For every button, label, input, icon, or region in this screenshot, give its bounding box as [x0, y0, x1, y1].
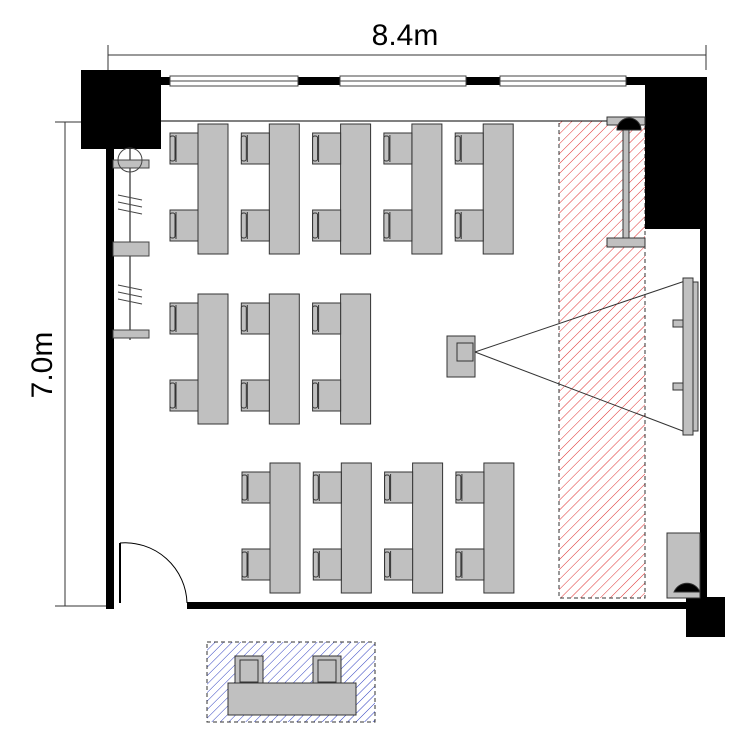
- chair: [455, 548, 485, 581]
- chair: [454, 132, 484, 165]
- chair: [169, 132, 199, 165]
- desk-group: [454, 123, 514, 255]
- chair: [312, 132, 342, 165]
- chair: [384, 548, 414, 581]
- desk-group: [312, 462, 372, 594]
- depth-dimension: [55, 121, 106, 607]
- projector: [446, 279, 689, 434]
- chair: [383, 132, 413, 165]
- desk-group: [169, 123, 229, 255]
- desk-group: [240, 293, 300, 425]
- desk-group: [455, 462, 515, 594]
- chair: [455, 471, 485, 504]
- desk-group: [241, 462, 301, 594]
- chair: [312, 379, 342, 412]
- chair: [240, 209, 270, 242]
- desk-group: [169, 293, 229, 425]
- chair: [241, 548, 271, 581]
- legend-desk-unit: [206, 641, 376, 723]
- desk: [340, 293, 372, 425]
- desk: [483, 462, 515, 594]
- depth-label: 7.0m: [26, 332, 59, 399]
- chair: [312, 209, 342, 242]
- desk-group: [312, 293, 372, 425]
- chair: [169, 302, 199, 335]
- chair: [454, 209, 484, 242]
- desk: [268, 123, 300, 255]
- desk-group: [384, 462, 444, 594]
- chair: [169, 379, 199, 412]
- whiteboard-rail: [606, 116, 646, 248]
- chair: [384, 471, 414, 504]
- desk: [269, 462, 301, 594]
- desk: [482, 123, 514, 255]
- stage-zone: [558, 120, 646, 599]
- desk-group: [240, 123, 300, 255]
- desk: [268, 293, 300, 425]
- desk: [340, 123, 372, 255]
- left-wall-fixtures: [112, 147, 150, 339]
- width-dimension: [107, 45, 707, 70]
- chair: [241, 471, 271, 504]
- desk-group: [312, 123, 372, 255]
- cabinet: [666, 532, 701, 599]
- desk-groups: [169, 123, 515, 594]
- chair: [312, 302, 342, 335]
- chair: [169, 209, 199, 242]
- windows: [169, 75, 627, 87]
- chair: [240, 132, 270, 165]
- projection-screen: [672, 277, 699, 436]
- desk: [411, 123, 443, 255]
- chair: [383, 209, 413, 242]
- chair: [312, 548, 342, 581]
- chair: [312, 471, 342, 504]
- desk: [197, 123, 229, 255]
- chair: [240, 379, 270, 412]
- desk-group: [383, 123, 443, 255]
- door[interactable]: [119, 542, 188, 604]
- desk: [197, 293, 229, 425]
- chair: [240, 302, 270, 335]
- desk: [340, 462, 372, 594]
- width-label: 8.4m: [372, 19, 439, 52]
- desk: [412, 462, 444, 594]
